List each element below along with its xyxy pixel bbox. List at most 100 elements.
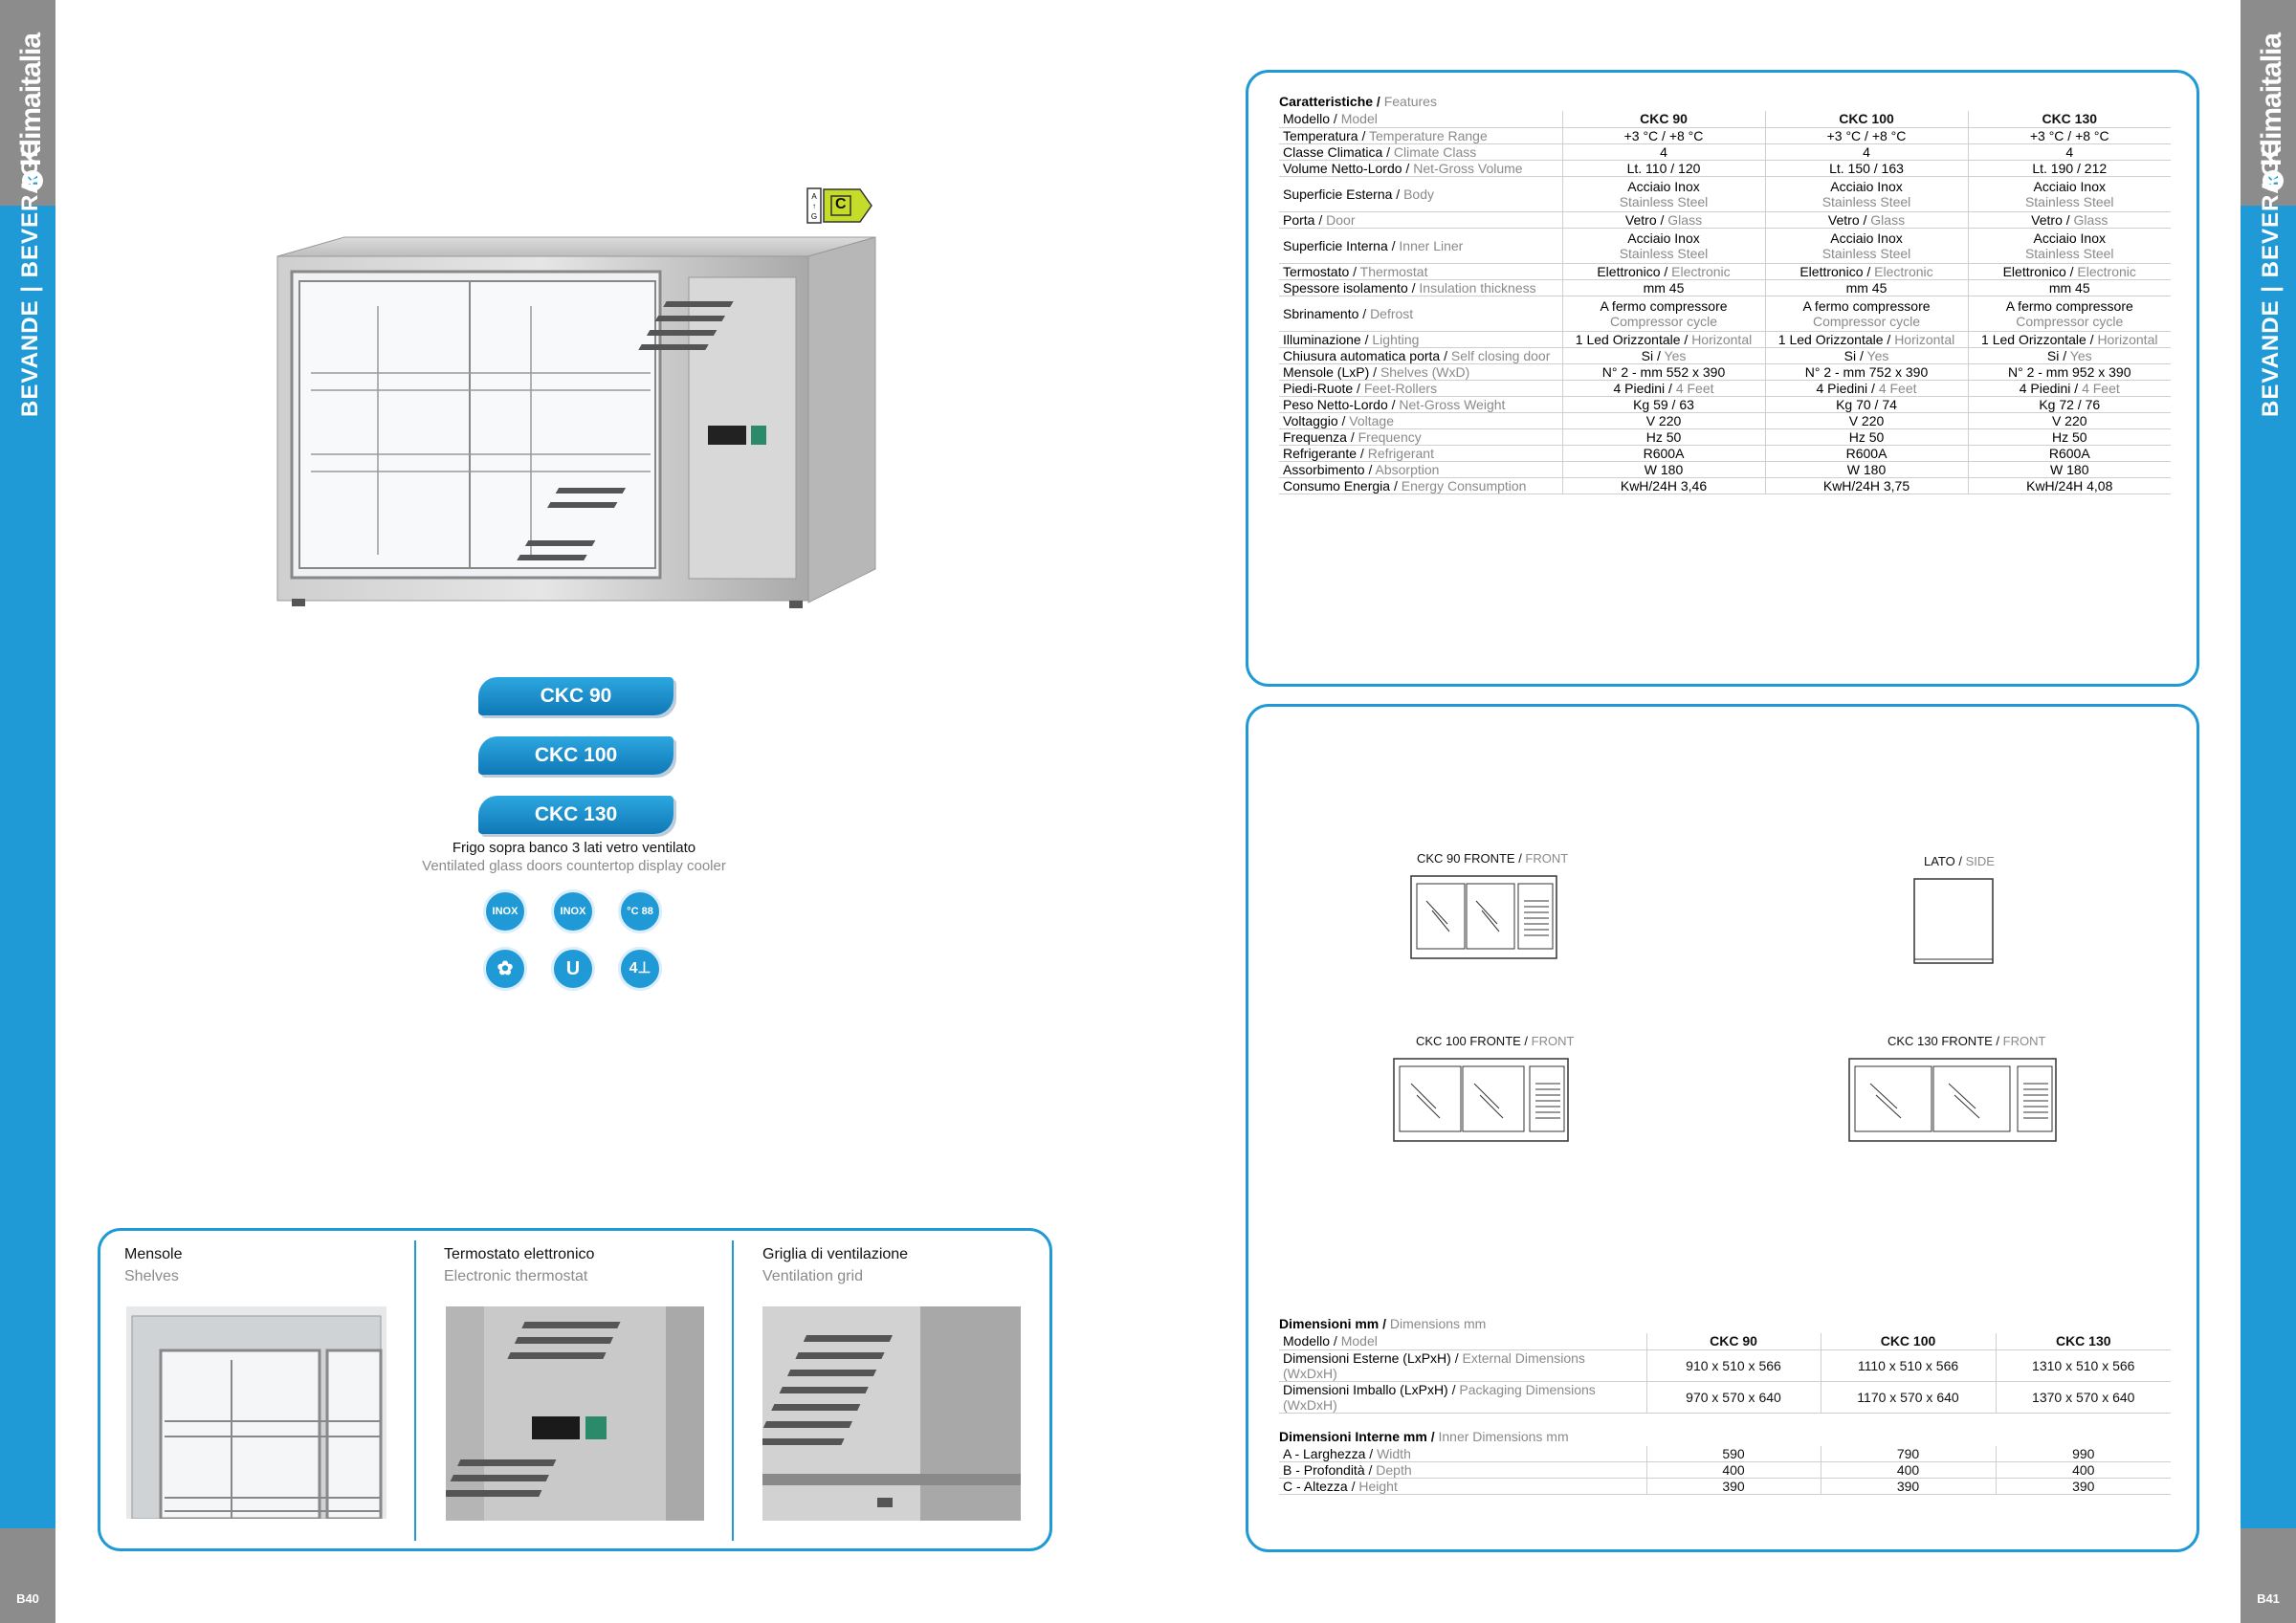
table-cell: 400 [1645,1461,1821,1479]
table-cell: 1310 x 510 x 566 [1995,1349,2171,1382]
row-label: Classe Climatica / Climate Class [1279,143,1562,161]
detail-thermostat: Termostato elettronico Electronic thermo… [444,1246,595,1284]
table-row: Temperatura / Temperature Range +3 °C / +… [1279,127,2171,144]
table-cell: 4 Piedini / 4 Feet [1967,380,2171,397]
table-cell: 1 Led Orizzontale / Horizontal [1967,331,2171,348]
table-cell: 1110 x 510 x 566 [1820,1349,1996,1382]
page-number: B40 [16,1591,39,1606]
table-cell: Elettronico / Electronic [1967,263,2171,280]
row-label: Piedi-Ruote / Feet-Rollers [1279,380,1562,397]
table-cell: V 220 [1561,412,1765,429]
row-label: Chiusura automatica porta / Self closing… [1279,347,1562,364]
table-cell: Kg 70 / 74 [1764,396,1968,413]
table-cell: Si / Yes [1561,347,1765,364]
table-row: Spessore isolamento / Insulation thickne… [1279,279,2171,296]
ventilation-grid-photo [762,1306,1021,1521]
table-cell: mm 45 [1764,279,1968,296]
dimensions-panel: CKC 90 FRONTE / FRONT LATO / SIDE CKC 10… [1246,704,2199,1552]
table-cell: N° 2 - mm 752 x 390 [1764,363,1968,381]
table-cell: Hz 50 [1561,428,1765,446]
column-header: CKC 130 [1967,111,2171,128]
left-side-tab: KKlimaitalia BEVANDE | BEVERAGE B40 [0,0,55,1623]
column-header: CKC 100 [1764,111,1968,128]
inox-shelves-icon: INOX [551,889,595,933]
drawing-ckc130-front [1848,1058,2057,1142]
table-row: Dimensioni Esterne (LxPxH) / External Di… [1279,1349,2171,1382]
table-cell: KwH/24H 3,75 [1764,477,1968,494]
drawing-label-ckc90-front: CKC 90 FRONTE / FRONT [1417,851,1569,866]
table-cell: Vetro / Glass [1967,211,2171,229]
column-header: CKC 100 [1820,1333,1996,1350]
table-cell: W 180 [1764,461,1968,478]
row-label: A - Larghezza / Width [1279,1445,1646,1462]
thermostat-photo [446,1306,704,1521]
table-cell: 400 [1820,1461,1996,1479]
drawing-label-side: LATO / SIDE [1924,854,1995,868]
table-cell: W 180 [1967,461,2171,478]
energy-class-label: A ↑ G C [806,187,873,224]
table-cell: 4 [1967,143,2171,161]
row-label: Dimensioni Imballo (LxPxH) / Packaging D… [1279,1381,1646,1414]
table-cell: Hz 50 [1764,428,1968,446]
table-cell: 390 [1645,1478,1821,1495]
dimensions-title: Dimensioni mm / Dimensions mm [1279,1316,1487,1331]
row-label: Assorbimento / Absorption [1279,461,1562,478]
row-label: Consumo Energia / Energy Consumption [1279,477,1562,494]
row-label: Superficie Interna / Inner Liner [1279,228,1562,264]
row-label: Superficie Esterna / Body [1279,176,1562,212]
inner-dimensions-title: Dimensioni Interne mm / Inner Dimensions… [1279,1428,1569,1444]
table-row: Consumo Energia / Energy Consumption KwH/… [1279,477,2171,494]
page-number: B41 [2257,1591,2280,1606]
table-row: Piedi-Ruote / Feet-Rollers 4 Piedini / 4 … [1279,380,2171,397]
magnet-door-icon: U [551,947,595,991]
table-cell: N° 2 - mm 952 x 390 [1967,363,2171,381]
row-label: C - Altezza / Height [1279,1478,1646,1495]
row-label: Dimensioni Esterne (LxPxH) / External Di… [1279,1349,1646,1382]
table-cell: Si / Yes [1967,347,2171,364]
table-cell: Vetro / Glass [1764,211,1968,229]
table-cell: 910 x 510 x 566 [1645,1349,1821,1382]
detail-ventilation: Griglia di ventilazione Ventilation grid [762,1246,909,1284]
table-cell: mm 45 [1967,279,2171,296]
table-cell: Si / Yes [1764,347,1968,364]
table-cell: Kg 59 / 63 [1561,396,1765,413]
table-cell: 390 [1995,1478,2171,1495]
table-cell: 390 [1820,1478,1996,1495]
table-cell: Lt. 110 / 120 [1561,160,1765,177]
table-cell: +3 °C / +8 °C [1764,127,1968,144]
drawing-label-ckc130-front: CKC 130 FRONTE / FRONT [1888,1034,2046,1048]
table-cell: 1370 x 570 x 640 [1995,1381,2171,1414]
table-cell: 990 [1995,1445,2171,1462]
category-label: BEVANDE | BEVERAGE [17,141,43,417]
features-panel: Caratteristiche / Features Modello / Mod… [1246,70,2199,687]
table-row: Chiusura automatica porta / Self closing… [1279,347,2171,364]
drawing-label-ckc100-front: CKC 100 FRONTE / FRONT [1416,1034,1575,1048]
table-cell: R600A [1561,445,1765,462]
row-label: Porta / Door [1279,211,1562,229]
svg-text:G: G [811,212,817,221]
category-label: BEVANDE | BEVERAGE [2258,141,2284,417]
energy-class-value: C [835,196,847,212]
table-row: Dimensioni Imballo (LxPxH) / Packaging D… [1279,1381,2171,1414]
table-row: Mensole (LxP) / Shelves (WxD)N° 2 - mm 5… [1279,363,2171,381]
row-label: Modello / Model [1279,1333,1646,1350]
column-header: CKC 90 [1561,111,1765,128]
table-cell: Lt. 150 / 163 [1764,160,1968,177]
row-label: Temperatura / Temperature Range [1279,127,1562,144]
